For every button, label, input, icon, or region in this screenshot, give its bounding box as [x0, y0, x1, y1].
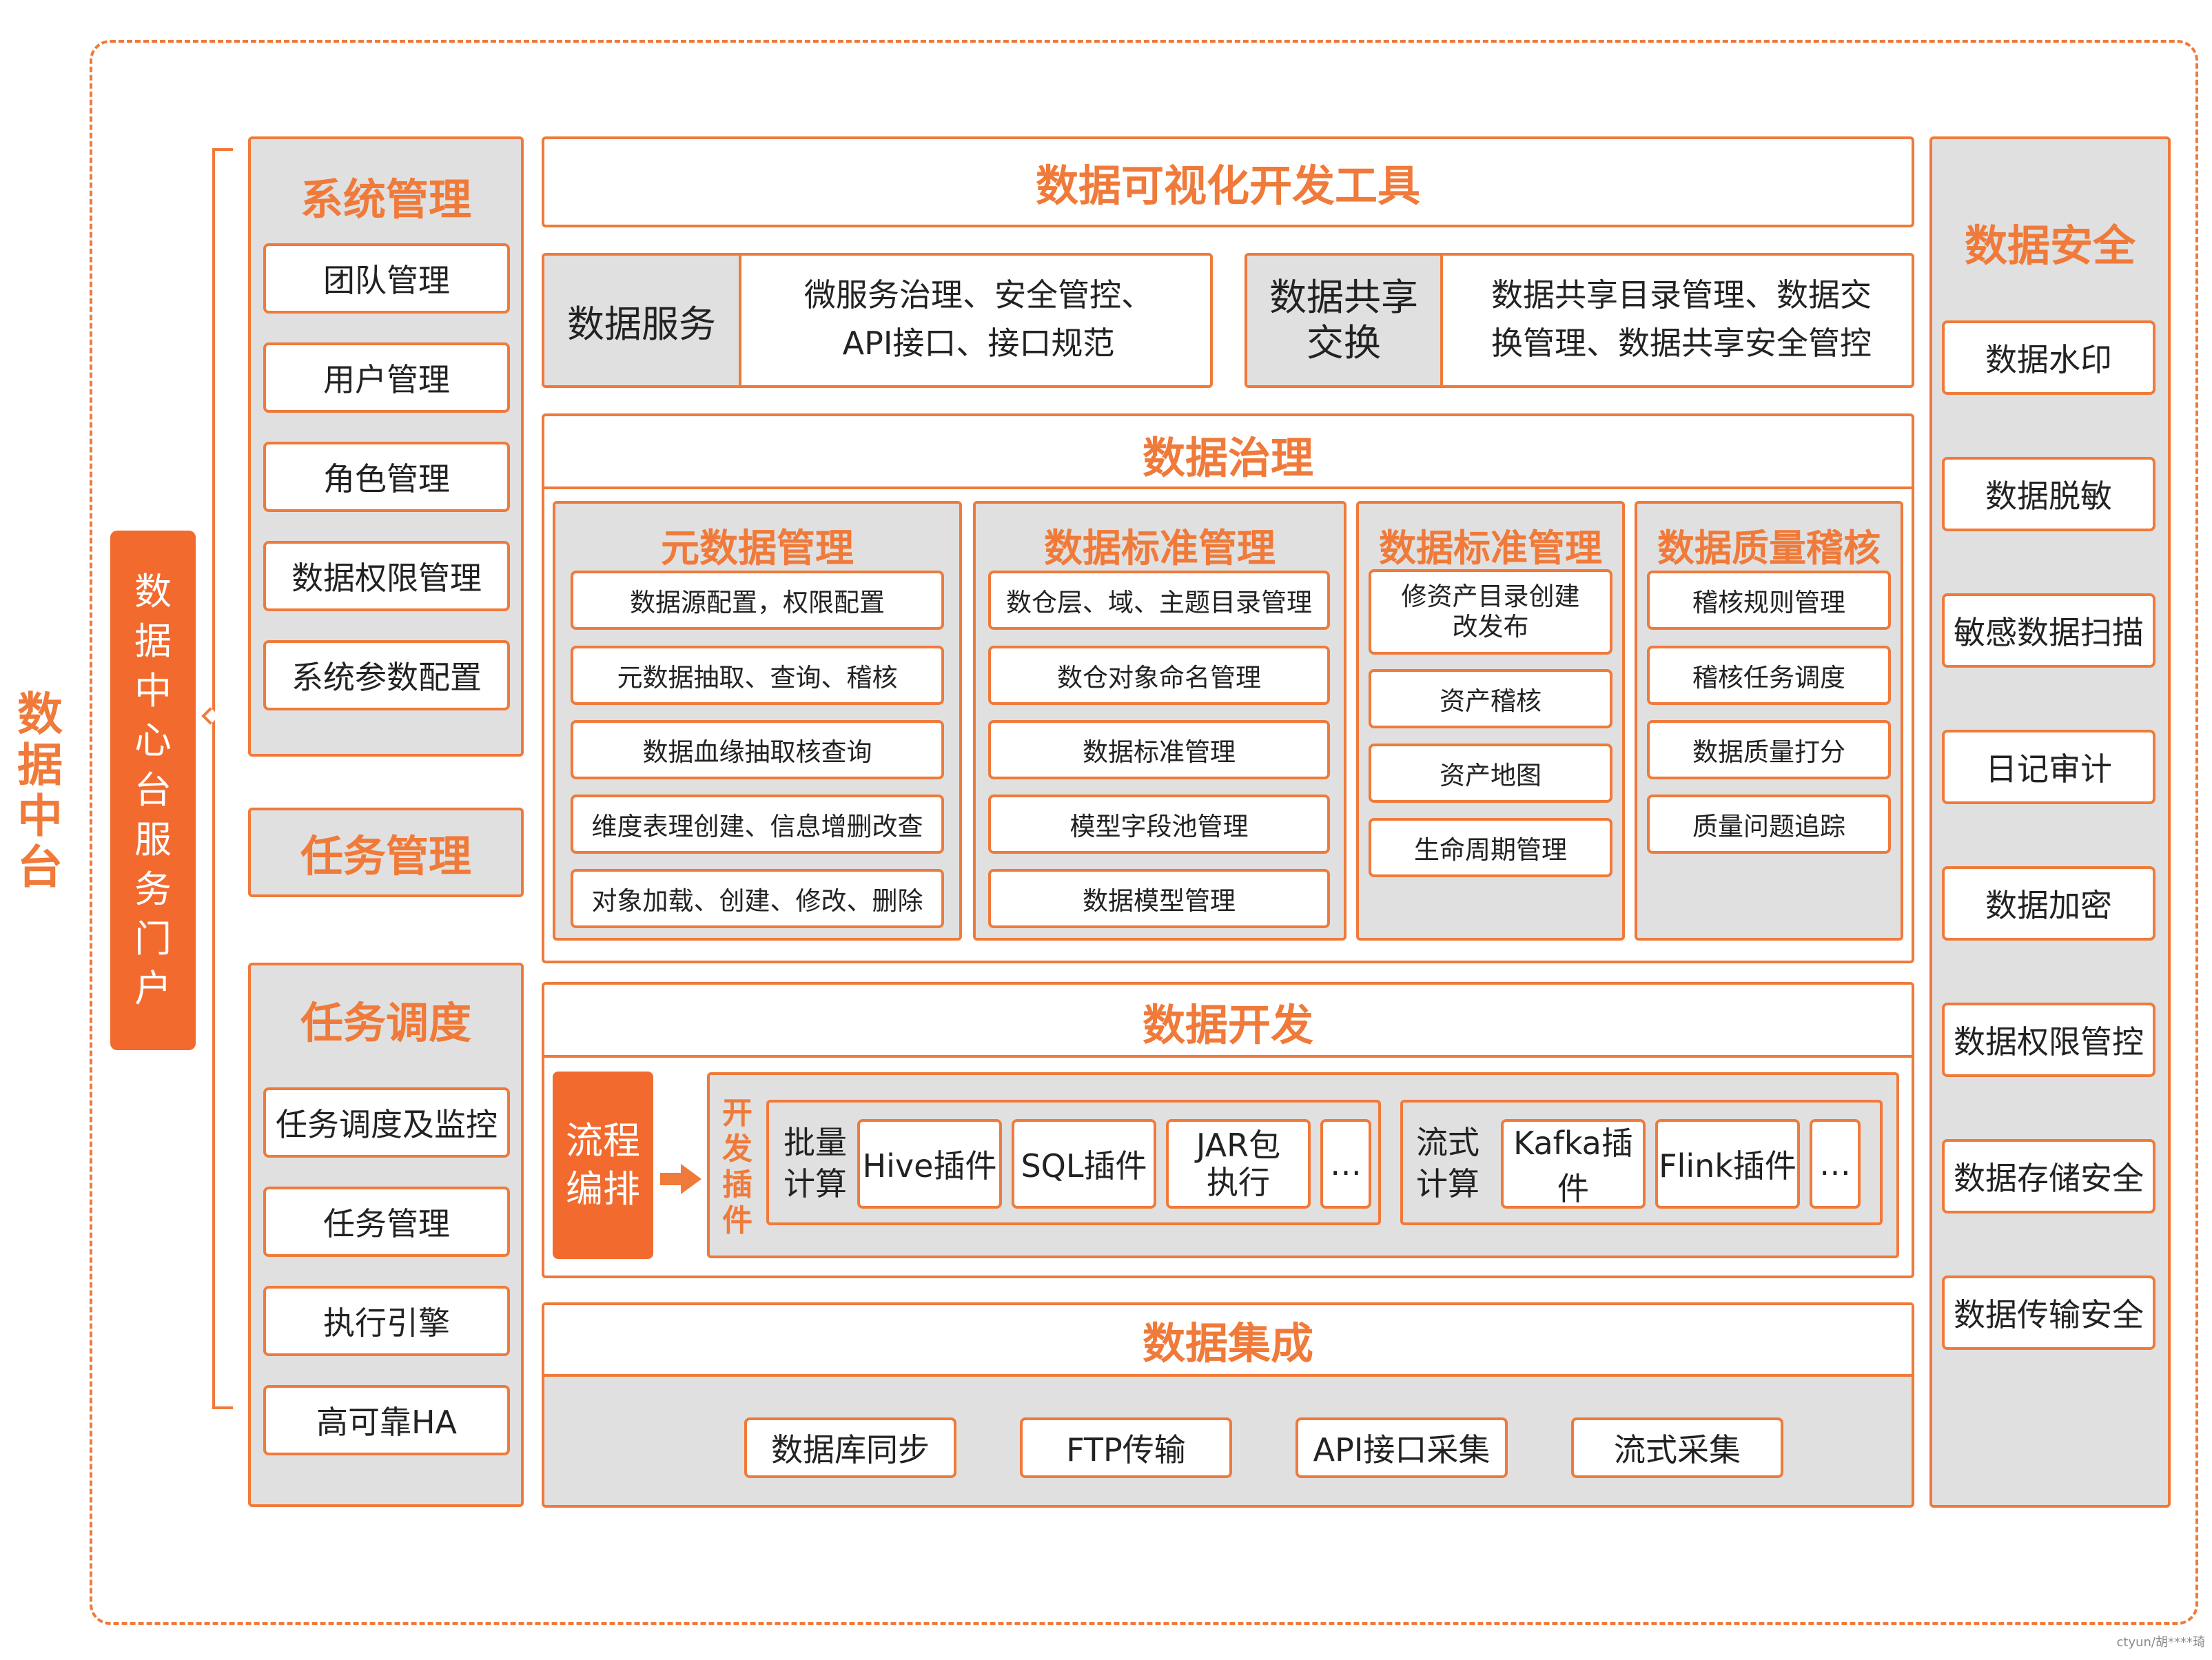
- data-standard-item-4[interactable]: 数据模型管理: [988, 869, 1330, 928]
- asset-item-0[interactable]: 修资产目录创建 改发布: [1369, 569, 1612, 655]
- data-standard-item-3[interactable]: 模型字段池管理: [988, 795, 1330, 854]
- stream-plugin-more[interactable]: …: [1810, 1119, 1861, 1209]
- data-share-box[interactable]: 数据共享 交换 数据共享目录管理、数据交 换管理、数据共享安全管控: [1245, 253, 1914, 388]
- task-sched-item-2[interactable]: 执行引擎: [263, 1286, 510, 1356]
- stream-plugin-0[interactable]: Kafka插件: [1501, 1119, 1646, 1209]
- development-title: 数据开发: [1142, 1000, 1313, 1050]
- data-service-desc: 微服务治理、安全管控、 API接口、接口规范: [751, 271, 1206, 367]
- governance-title: 数据治理: [1142, 433, 1313, 483]
- security-item-1[interactable]: 数据脱敏: [1942, 457, 2155, 531]
- security-item-7[interactable]: 数据传输安全: [1942, 1275, 2155, 1350]
- system-mgmt-title: 系统管理: [300, 174, 471, 225]
- batch-plugin-more[interactable]: …: [1320, 1119, 1371, 1209]
- data-standard-item-1[interactable]: 数仓对象命名管理: [988, 646, 1330, 705]
- flow-orchestration-label: 流程 编排: [566, 1119, 640, 1211]
- stream-compute-label: 流式 计算: [1410, 1122, 1486, 1205]
- dev-plugin-label: 开发插件: [719, 1096, 755, 1239]
- data-service-desc-line-1: API接口、接口规范: [842, 325, 1115, 362]
- quality-audit-title: 数据质量稽核: [1657, 526, 1881, 570]
- dev-plugin-label-text: 开发插件: [722, 1096, 752, 1238]
- vis-tool-title: 数据可视化开发工具: [1035, 161, 1420, 211]
- platform-boundary: [90, 40, 2198, 1625]
- quality-item-0[interactable]: 稽核规则管理: [1647, 571, 1891, 630]
- flow-arrow-icon: [681, 1164, 702, 1194]
- asset-standard-title: 数据标准管理: [1379, 526, 1602, 570]
- task-sched-item-1[interactable]: 任务管理: [263, 1187, 510, 1257]
- batch-compute-label: 批量 计算: [777, 1122, 853, 1205]
- flow-orchestration[interactable]: 流程 编排: [553, 1072, 653, 1259]
- data-share-label-line-0: 数据共享: [1269, 276, 1418, 319]
- quality-item-1[interactable]: 稽核任务调度: [1647, 646, 1891, 705]
- quality-item-2[interactable]: 数据质量打分: [1647, 720, 1891, 779]
- security-title: 数据安全: [1964, 221, 2136, 271]
- data-standard-title: 数据标准管理: [1044, 526, 1276, 571]
- asset-item-3[interactable]: 生命周期管理: [1369, 818, 1612, 877]
- security-item-5[interactable]: 数据权限管控: [1942, 1003, 2155, 1077]
- development-divider: [544, 1055, 1912, 1058]
- system-mgmt-item-1[interactable]: 用户管理: [263, 342, 510, 413]
- data-standard-item-0[interactable]: 数仓层、域、主题目录管理: [988, 571, 1330, 630]
- system-mgmt-item-3[interactable]: 数据权限管理: [263, 541, 510, 611]
- security-item-4[interactable]: 数据加密: [1942, 866, 2155, 941]
- metadata-item-1[interactable]: 元数据抽取、查询、稽核: [571, 646, 944, 705]
- integration-item-0[interactable]: 数据库同步: [744, 1417, 956, 1478]
- asset-item-1[interactable]: 资产稽核: [1369, 669, 1612, 728]
- batch-plugin-1[interactable]: SQL插件: [1012, 1119, 1156, 1209]
- task-sched-item-3[interactable]: 高可靠HA: [263, 1385, 510, 1455]
- security-item-6[interactable]: 数据存储安全: [1942, 1139, 2155, 1213]
- asset-item-2[interactable]: 资产地图: [1369, 744, 1612, 803]
- metadata-item-4[interactable]: 对象加载、创建、修改、删除: [571, 869, 944, 928]
- metadata-item-0[interactable]: 数据源配置，权限配置: [571, 571, 944, 630]
- data-share-desc: 数据共享目录管理、数据交 换管理、数据共享安全管控: [1451, 271, 1912, 367]
- data-share-label-line-1: 交换: [1307, 321, 1381, 365]
- metadata-mgmt-title: 元数据管理: [661, 526, 854, 571]
- security-item-2[interactable]: 敏感数据扫描: [1942, 593, 2155, 668]
- quality-item-3[interactable]: 质量问题追踪: [1647, 795, 1891, 854]
- integration-title: 数据集成: [544, 1305, 1912, 1374]
- flow-arrow-shaft: [660, 1173, 682, 1185]
- metadata-item-3[interactable]: 维度表理创建、信息增删改查: [571, 795, 944, 854]
- batch-compute-label-text: 批量 计算: [784, 1124, 847, 1202]
- integration-divider: [544, 1374, 1912, 1377]
- batch-plugin-2[interactable]: JAR包 执行: [1166, 1119, 1311, 1209]
- data-share-label: 数据共享 交换: [1247, 256, 1443, 385]
- integration-item-1[interactable]: FTP传输: [1020, 1417, 1232, 1478]
- system-mgmt-item-4[interactable]: 系统参数配置: [263, 640, 510, 710]
- metadata-item-2[interactable]: 数据血缘抽取核查询: [571, 720, 944, 779]
- data-service-label: 数据服务: [544, 256, 741, 385]
- security-item-0[interactable]: 数据水印: [1942, 320, 2155, 395]
- data-share-desc-line-0: 数据共享目录管理、数据交: [1491, 276, 1872, 314]
- data-share-desc-line-1: 换管理、数据共享安全管控: [1491, 325, 1872, 362]
- vis-tool-banner[interactable]: 数据可视化开发工具: [542, 136, 1914, 227]
- system-mgmt-item-0[interactable]: 团队管理: [263, 243, 510, 314]
- task-mgmt-panel[interactable]: 任务管理: [248, 808, 524, 897]
- service-portal[interactable]: 数据中心台服务门户: [110, 531, 196, 1050]
- batch-plugin-0[interactable]: Hive插件: [857, 1119, 1002, 1209]
- stream-compute-label-text: 流式 计算: [1416, 1124, 1479, 1202]
- service-portal-label: 数据中心台服务门户: [134, 570, 172, 1010]
- security-item-3[interactable]: 日记审计: [1942, 730, 2155, 804]
- task-sched-title: 任务调度: [300, 998, 471, 1048]
- task-sched-item-0[interactable]: 任务调度及监控: [263, 1087, 510, 1158]
- data-service-desc-line-0: 微服务治理、安全管控、: [804, 276, 1153, 314]
- governance-divider: [544, 486, 1912, 489]
- data-standard-item-2[interactable]: 数据标准管理: [988, 720, 1330, 779]
- batch-plugin-2-label: JAR包 执行: [1196, 1127, 1281, 1201]
- watermark: ctyun/胡****琦: [2116, 1635, 2206, 1650]
- data-service-box[interactable]: 数据服务 微服务治理、安全管控、 API接口、接口规范: [542, 253, 1213, 388]
- portal-bracket: [212, 148, 233, 1409]
- stream-plugin-1[interactable]: Flink插件: [1655, 1119, 1800, 1209]
- integration-item-3[interactable]: 流式采集: [1571, 1417, 1783, 1478]
- platform-title: 数据中台: [17, 688, 63, 894]
- integration-item-2[interactable]: API接口采集: [1296, 1417, 1508, 1478]
- task-mgmt-title: 任务管理: [300, 831, 471, 881]
- system-mgmt-item-2[interactable]: 角色管理: [263, 442, 510, 512]
- asset-item-0-label: 修资产目录创建 改发布: [1401, 582, 1580, 642]
